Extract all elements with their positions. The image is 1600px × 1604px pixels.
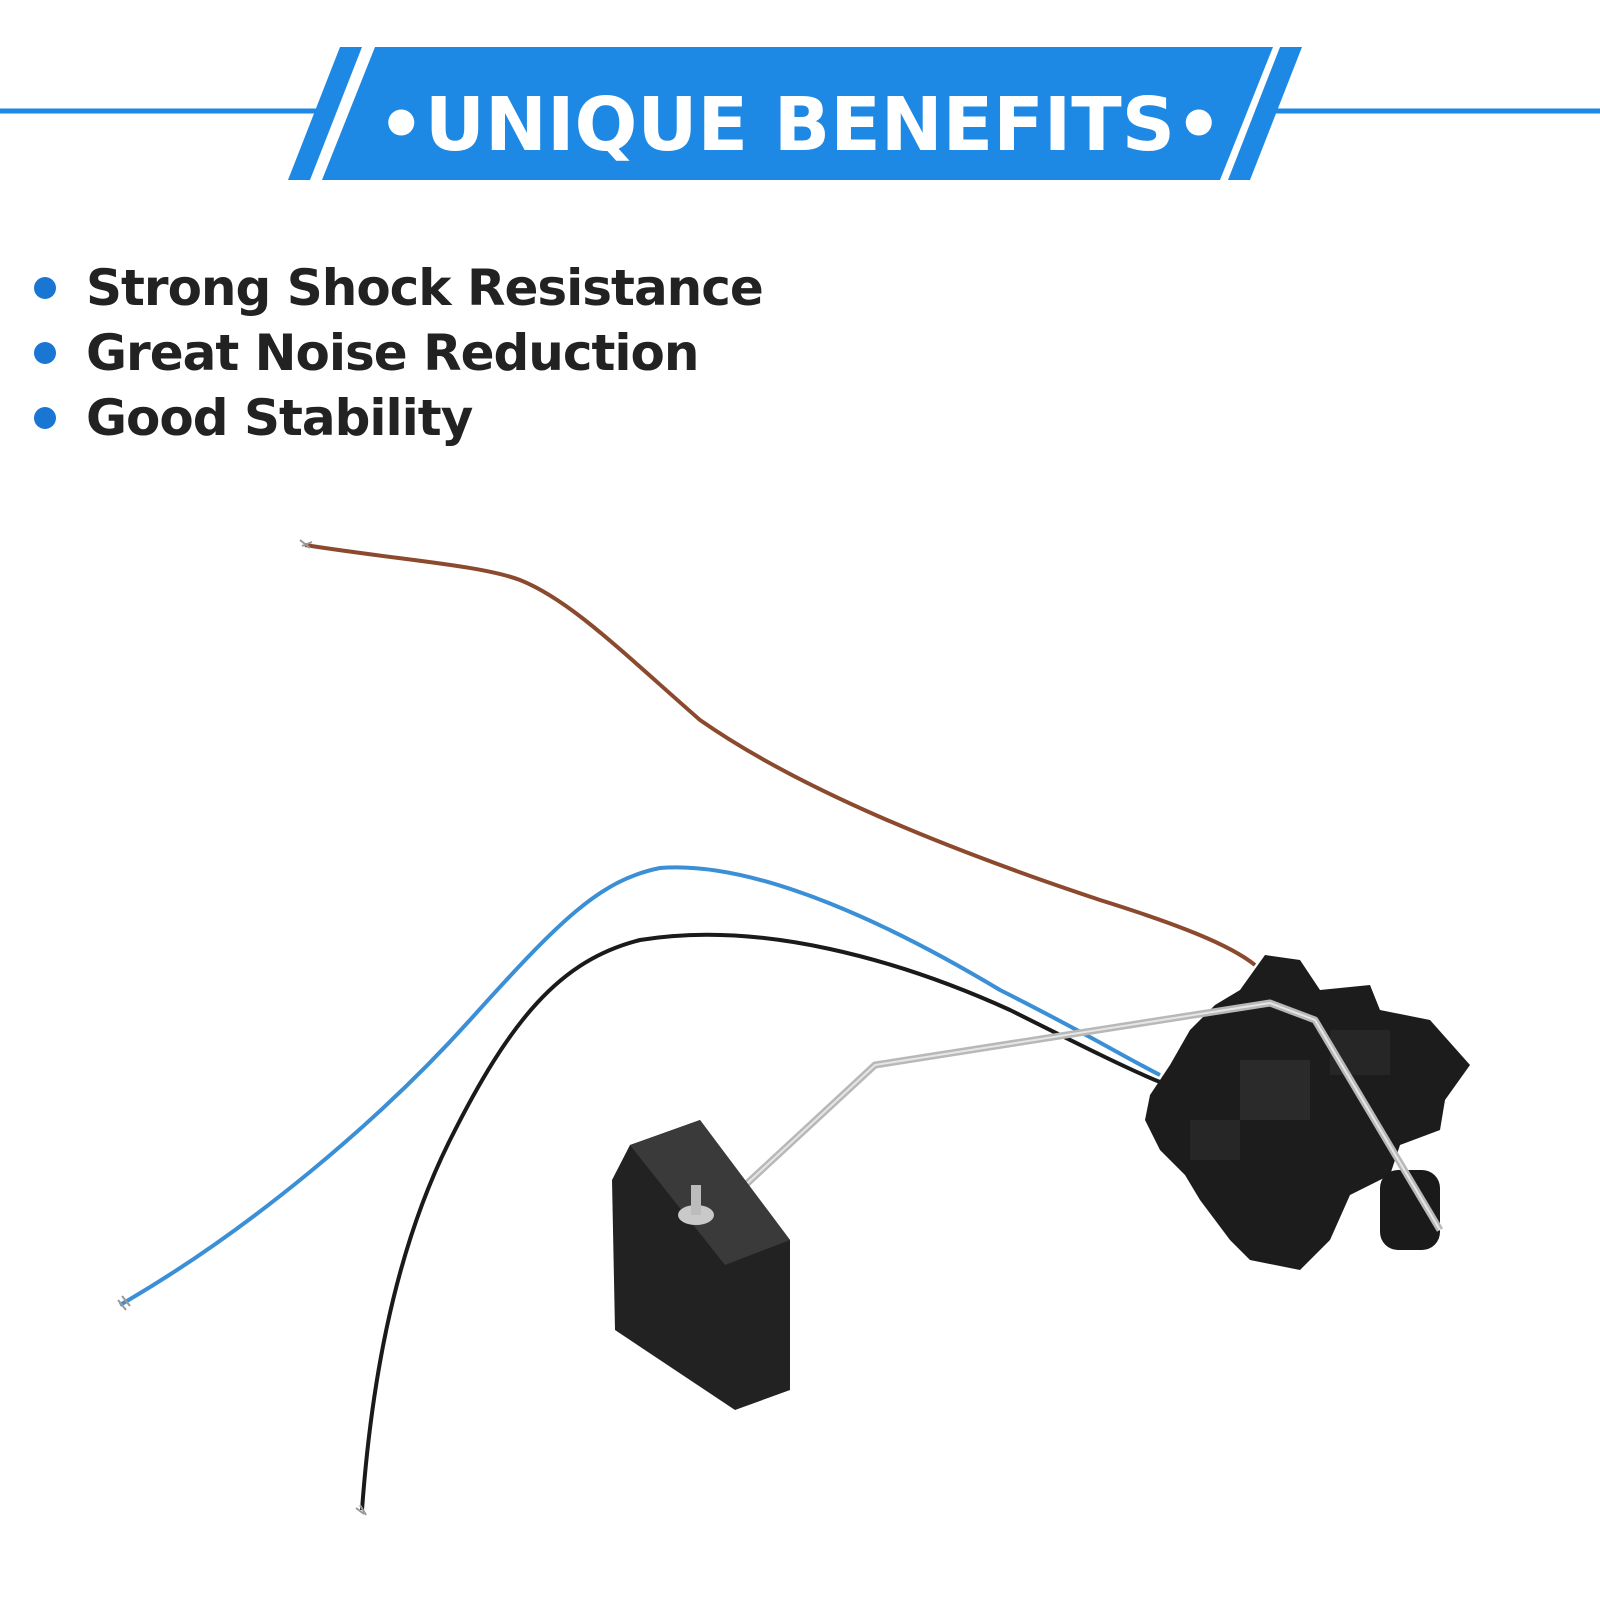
float-top: [630, 1120, 790, 1265]
arm-pivot: [1380, 1170, 1440, 1250]
benefit-item: Strong Shock Resistance: [34, 255, 764, 320]
bullet-dot-icon: [34, 406, 56, 429]
banner-title: •UNIQUE BENEFITS•: [377, 82, 1223, 168]
sensor-connector-icon: [1145, 955, 1470, 1270]
connector-slot: [1330, 1030, 1390, 1075]
float-icon: [612, 1120, 790, 1410]
bullet-dot-icon: [34, 341, 56, 364]
black-wire: [360, 932, 1161, 1511]
benefit-item: Good Stability: [34, 385, 763, 450]
banner-background: [322, 47, 1273, 180]
header-banner: •UNIQUE BENEFITS•: [0, 0, 1600, 200]
benefits-list: Strong Shock Resistance Great Noise Redu…: [34, 255, 764, 450]
connector-panel: [1240, 1060, 1310, 1120]
banner-left-stripe: [288, 47, 362, 180]
float-pin: [691, 1185, 701, 1215]
benefit-label: Strong Shock Resistance: [86, 258, 764, 317]
benefit-item: Great Noise Reduction: [34, 320, 763, 385]
black-wire-tip: [355, 1504, 367, 1516]
blue-wire-tip: [117, 1295, 131, 1311]
benefit-label: Great Noise Reduction: [86, 323, 699, 382]
banner-graphic: [0, 47, 1600, 180]
product-image: [0, 500, 1600, 1600]
fuel-level-sensor-photo-icon: [117, 539, 1470, 1516]
brown-wire-tip: [299, 539, 313, 549]
connector-slot: [1190, 1120, 1240, 1160]
bullet-dot-icon: [34, 276, 56, 299]
benefit-label: Good Stability: [86, 388, 473, 447]
float-arm-highlight: [739, 1002, 1441, 1231]
blue-wire: [119, 865, 1161, 1307]
brown-wire: [304, 543, 1257, 967]
banner-right-stripe: [1228, 47, 1302, 180]
